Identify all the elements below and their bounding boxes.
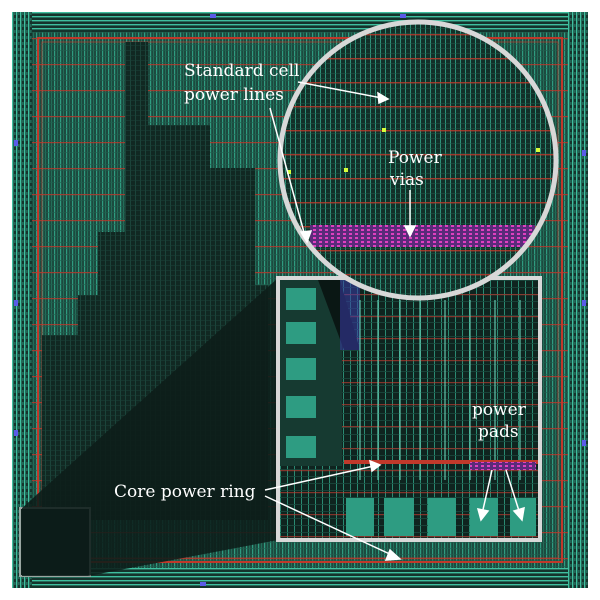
- label-standard-cell-line2: power lines: [184, 85, 284, 105]
- zoom-inset: [276, 276, 542, 542]
- io-pad-markers: [14, 14, 586, 586]
- left-pad-column: [286, 288, 316, 458]
- label-power-pads-line2: pads: [478, 422, 519, 442]
- core-power-ring: [37, 37, 563, 563]
- zoom-projection-wedge: [22, 278, 278, 576]
- label-power-vias-line1: Power: [388, 148, 443, 168]
- magnifier-border: [277, 19, 559, 301]
- label-power-pads-line1: power: [472, 400, 527, 420]
- green-markers: [287, 128, 540, 174]
- label-core-power-ring: Core power ring: [114, 482, 256, 502]
- io-ring-left: [12, 12, 32, 588]
- label-standard-cell-line1: Standard cell: [184, 61, 299, 81]
- label-power-vias-line2: vias: [389, 170, 424, 190]
- magnifier-via-band: [310, 225, 535, 247]
- inset-core-ring: [344, 460, 540, 464]
- annotation-arrows: [264, 81, 525, 561]
- power-pads: [346, 498, 536, 536]
